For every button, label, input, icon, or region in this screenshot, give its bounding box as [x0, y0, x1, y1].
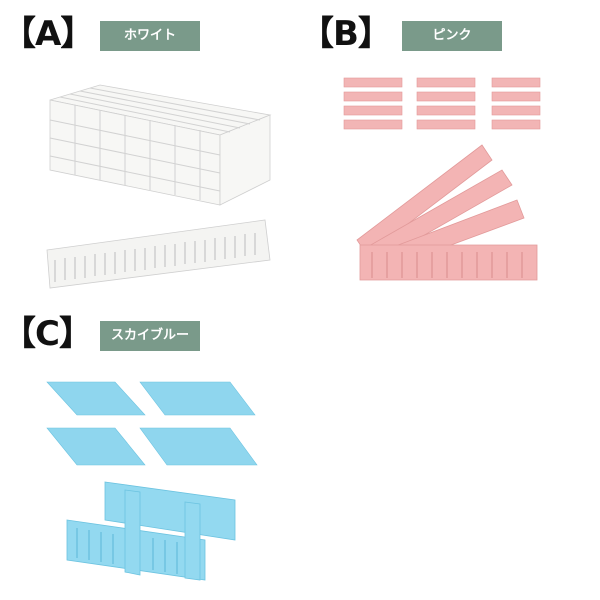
pink-divider-strips-image: [356, 144, 538, 281]
variant-a-label: 【A】: [2, 14, 94, 54]
variant-a-color-tag: ホワイト: [100, 21, 200, 51]
white-divider-strips-image: [46, 219, 271, 289]
blue-divider-stacks-image: [46, 381, 258, 466]
variant-b-label: 【B】: [300, 14, 392, 54]
variant-c-label: 【C】: [2, 314, 93, 354]
pink-divider-stacks-image: [343, 77, 541, 130]
blue-divider-assembled-image: [66, 481, 236, 581]
variant-c-color-tag: スカイブルー: [100, 321, 200, 351]
white-divider-grid-image: [49, 84, 272, 206]
variant-b-color-tag: ピンク: [402, 21, 502, 51]
